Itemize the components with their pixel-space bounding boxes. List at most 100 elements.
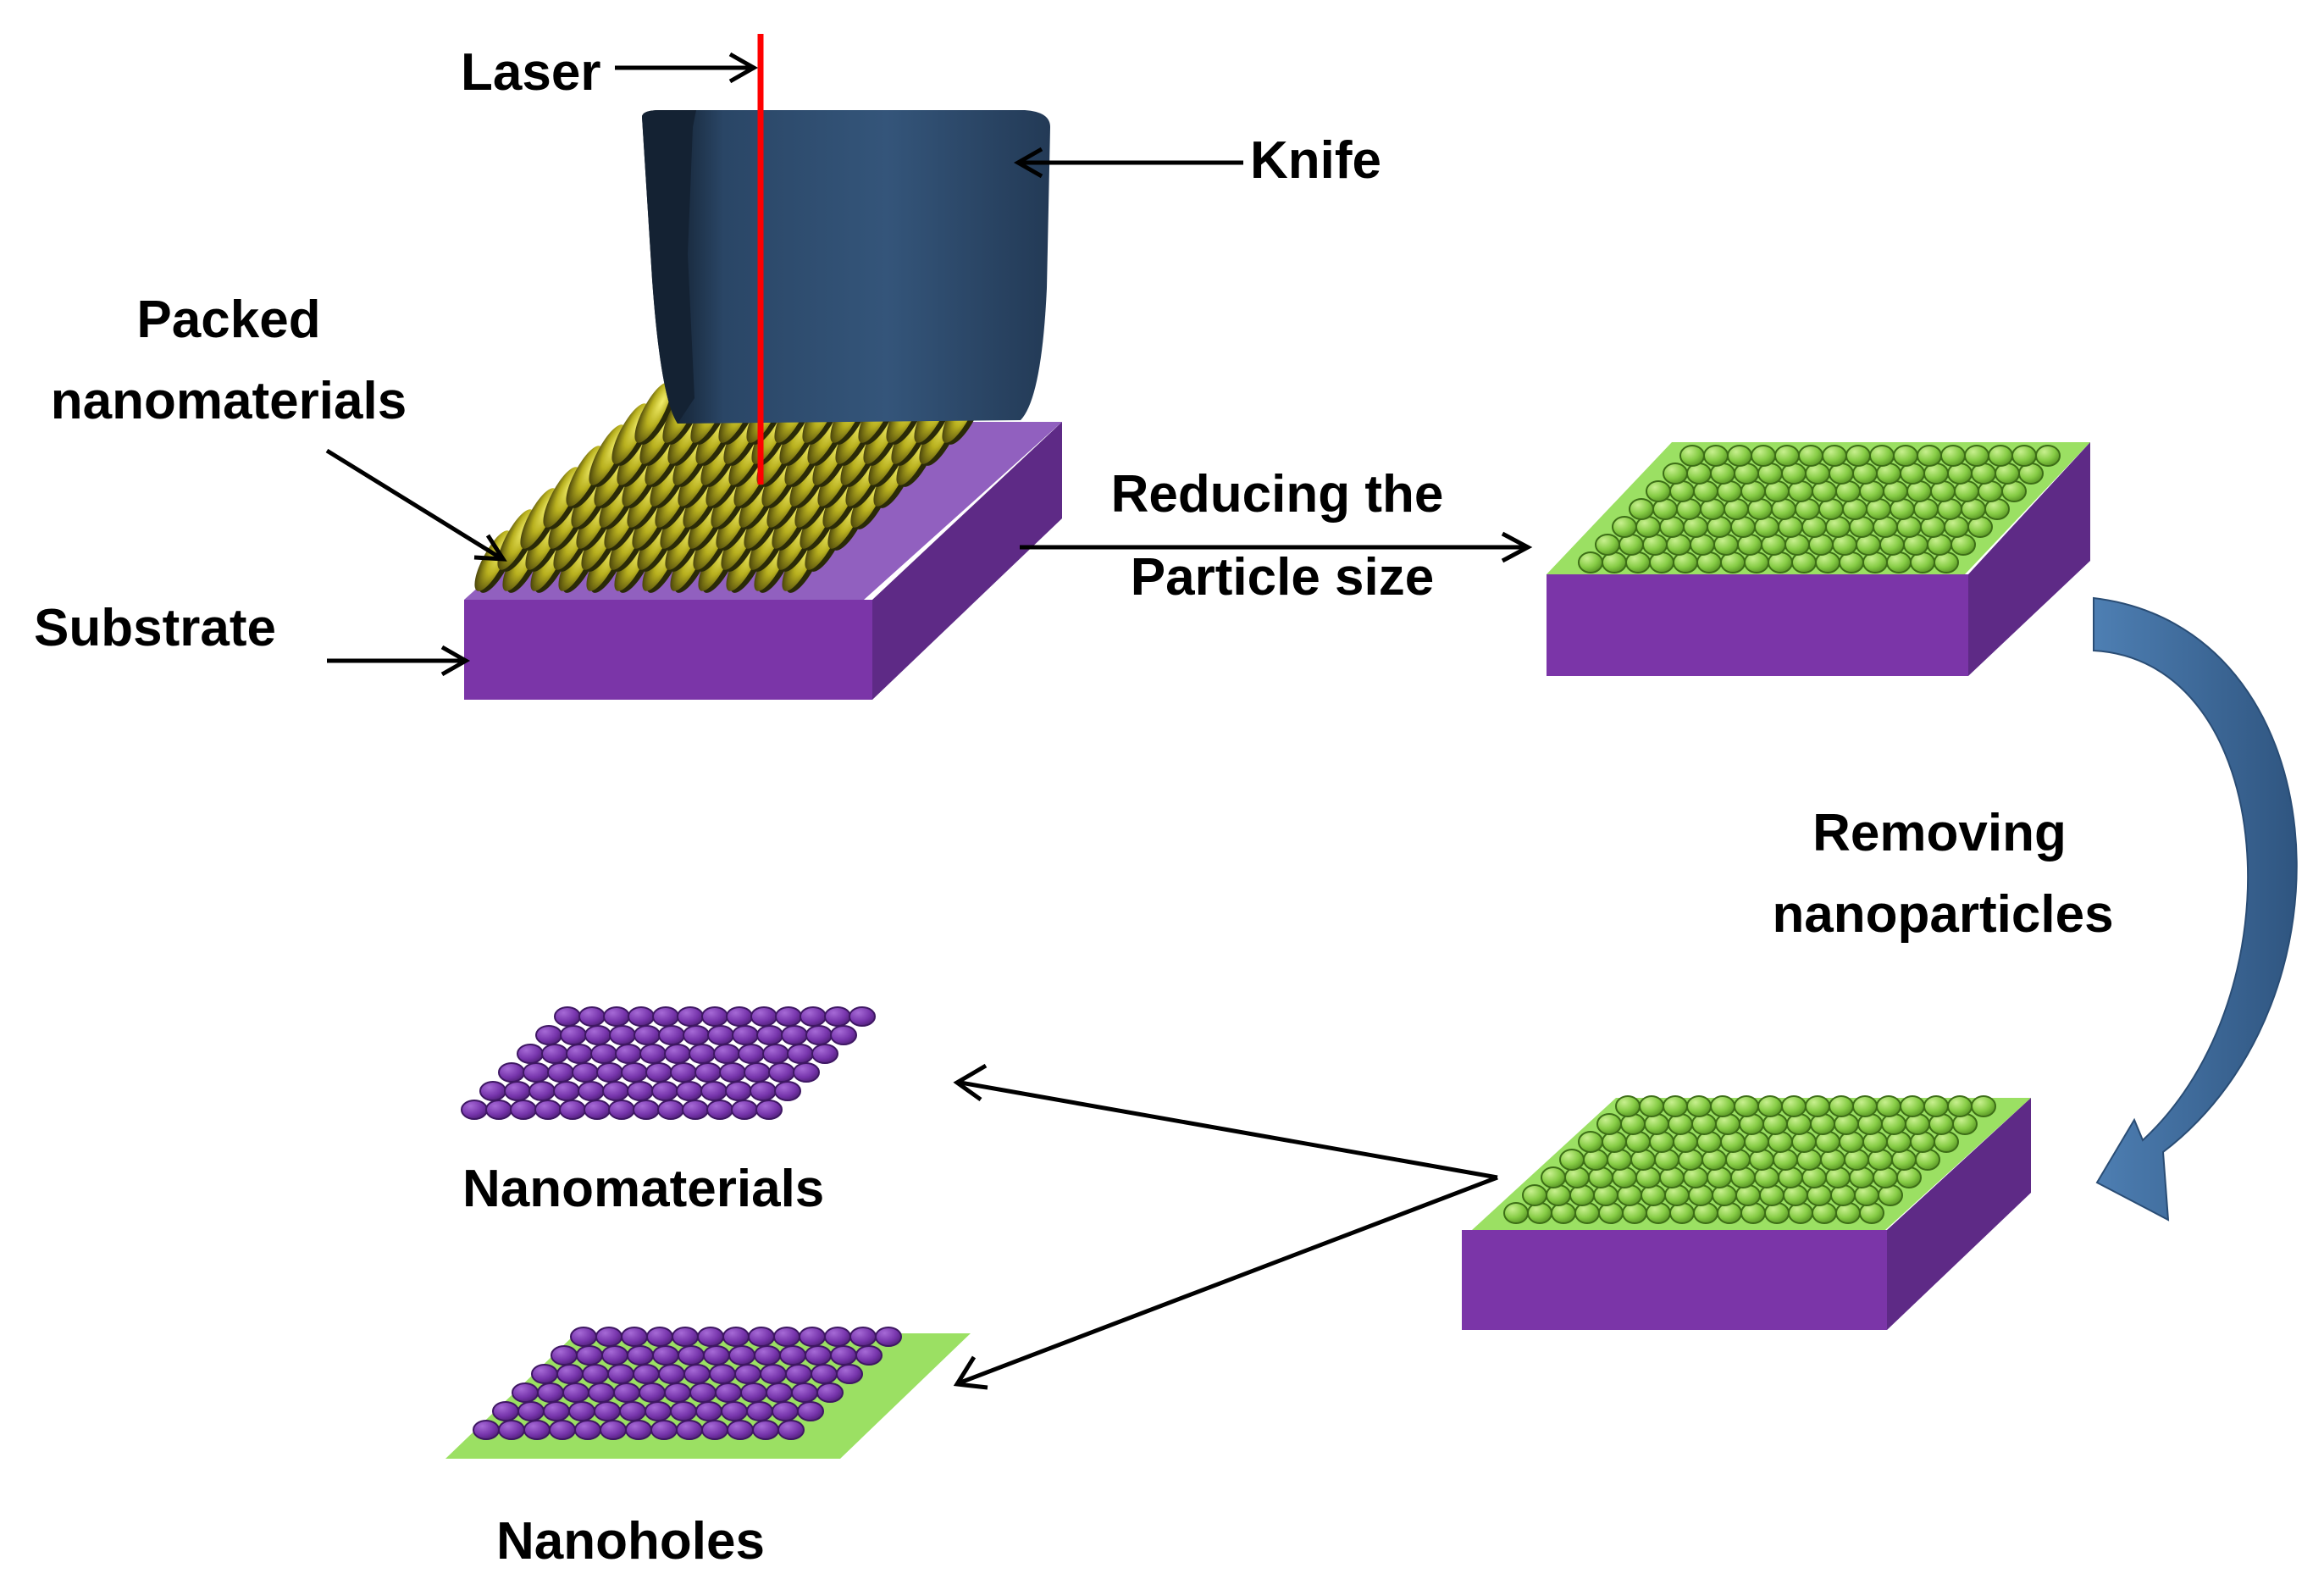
nanomaterial-dot xyxy=(719,1062,746,1083)
reducing-label-line2: Particle size xyxy=(1131,548,1434,607)
substrate-1-front xyxy=(464,600,872,700)
nanomaterial-dot xyxy=(639,1044,667,1064)
nanomaterial-dot xyxy=(553,1081,580,1101)
knife-body xyxy=(642,110,1050,424)
nanoholes-array xyxy=(473,1327,902,1440)
nanomaterial-dot xyxy=(755,1100,783,1120)
nanoparticle xyxy=(1900,1095,1925,1117)
nanoparticle xyxy=(1964,445,1989,467)
nanohole-dot xyxy=(650,1420,678,1440)
nanohole-dot xyxy=(678,1345,705,1366)
nanoparticle xyxy=(1578,1131,1603,1153)
nanomaterial-dot xyxy=(485,1100,512,1120)
nanohole-dot xyxy=(549,1420,576,1440)
nanomaterial-dot xyxy=(609,1025,636,1045)
nanoparticle xyxy=(1805,1095,1830,1117)
substrate-1-side xyxy=(872,422,1062,700)
nanohole-dot xyxy=(595,1327,622,1347)
nanohole-dot xyxy=(830,1345,857,1366)
nanomaterial-dot xyxy=(805,1025,833,1045)
nanoparticle xyxy=(1595,534,1620,556)
nanomaterial-dot xyxy=(750,1081,777,1101)
nanohole-dot xyxy=(824,1327,851,1347)
nanohole-dot xyxy=(523,1420,551,1440)
nanomaterial-dot xyxy=(560,1025,587,1045)
nanomaterial-dot xyxy=(676,1081,703,1101)
packed-label-line2: nanomaterials xyxy=(51,372,407,430)
nanohole-dot xyxy=(670,1401,697,1421)
nanomaterial-dot xyxy=(510,1100,537,1120)
nanomaterial-dot xyxy=(793,1062,820,1083)
nanomaterial-dot xyxy=(731,1100,758,1120)
nanomaterial-dot xyxy=(498,1062,525,1083)
nanomaterial-dot xyxy=(683,1025,710,1045)
nanomaterial-dot xyxy=(541,1044,568,1064)
nanohole-dot xyxy=(498,1420,525,1440)
packed-label-line1: Packed xyxy=(136,291,320,349)
nanomaterial-dot xyxy=(547,1062,574,1083)
nanohole-dot xyxy=(683,1364,711,1384)
nanoparticle xyxy=(1727,445,1752,467)
substrate-3-side xyxy=(1887,1098,2031,1330)
nanohole-dot xyxy=(551,1345,578,1366)
nanohole-dot xyxy=(531,1364,558,1384)
reducing-arrow xyxy=(1020,531,1533,563)
nanoparticle xyxy=(1503,1202,1529,1224)
nanoparticle xyxy=(1829,1095,1854,1117)
nanohole-dot xyxy=(512,1382,539,1403)
nanomaterial-dot xyxy=(800,1006,827,1027)
nanohole-dot xyxy=(836,1364,863,1384)
nanohole-dot xyxy=(664,1382,691,1403)
nanohole-dot xyxy=(773,1327,800,1347)
nanoparticle xyxy=(1869,445,1895,467)
nanomaterial-dot xyxy=(615,1044,642,1064)
nanoparticle xyxy=(1703,445,1729,467)
nanomaterial-dot xyxy=(756,1025,783,1045)
nanohole-dot xyxy=(816,1382,844,1403)
nanomaterial-dot xyxy=(700,1081,728,1101)
nanohole-dot xyxy=(760,1364,787,1384)
nanoholes-arrow xyxy=(953,1175,1498,1390)
nanohole-dot xyxy=(568,1401,595,1421)
nanohole-dot xyxy=(517,1401,545,1421)
nanomaterial-dot xyxy=(732,1025,759,1045)
nanohole-dot xyxy=(849,1327,877,1347)
nanohole-dot xyxy=(492,1401,519,1421)
nanomaterial-dot xyxy=(787,1044,814,1064)
nanohole-dot xyxy=(619,1401,646,1421)
nanomaterial-dot xyxy=(811,1044,838,1064)
nanohole-dot xyxy=(799,1327,826,1347)
nanomaterial-dot xyxy=(628,1006,655,1027)
nanomaterial-dot xyxy=(596,1062,623,1083)
nanomaterial-dot xyxy=(768,1062,795,1083)
nanohole-dot xyxy=(740,1382,767,1403)
nanoparticle xyxy=(1923,1095,1949,1117)
nanomaterial-dot xyxy=(694,1062,722,1083)
nanomaterial-dot xyxy=(645,1062,672,1083)
nanomaterial-dot xyxy=(578,1081,605,1101)
nanoparticle xyxy=(1940,445,1966,467)
nanoparticle xyxy=(1596,1113,1622,1135)
nanomaterial-dot xyxy=(535,1025,562,1045)
nanomaterial-dot xyxy=(590,1044,617,1064)
nanoparticle xyxy=(1774,445,1800,467)
nanomaterial-dot xyxy=(682,1100,709,1120)
nanoparticle xyxy=(1559,1149,1585,1171)
nanomaterial-dot xyxy=(762,1044,789,1064)
curved-arrow-icon xyxy=(2093,596,2298,1222)
nanohole-dot xyxy=(709,1364,736,1384)
nanomaterial-dot xyxy=(608,1100,635,1120)
nanomaterial-dot xyxy=(657,1100,684,1120)
nanohole-dot xyxy=(697,1327,724,1347)
nanohole-dot xyxy=(715,1382,742,1403)
nanoparticle xyxy=(2035,445,2061,467)
knife-edge xyxy=(642,110,696,424)
nanohole-dot xyxy=(621,1327,648,1347)
nanohole-dot xyxy=(645,1401,672,1421)
nanohole-dot xyxy=(556,1364,584,1384)
nanoparticle xyxy=(1988,445,2013,467)
nanohole-dot xyxy=(785,1364,812,1384)
nanomaterial-dot xyxy=(652,1006,679,1027)
nanomaterial-dot xyxy=(479,1081,506,1101)
